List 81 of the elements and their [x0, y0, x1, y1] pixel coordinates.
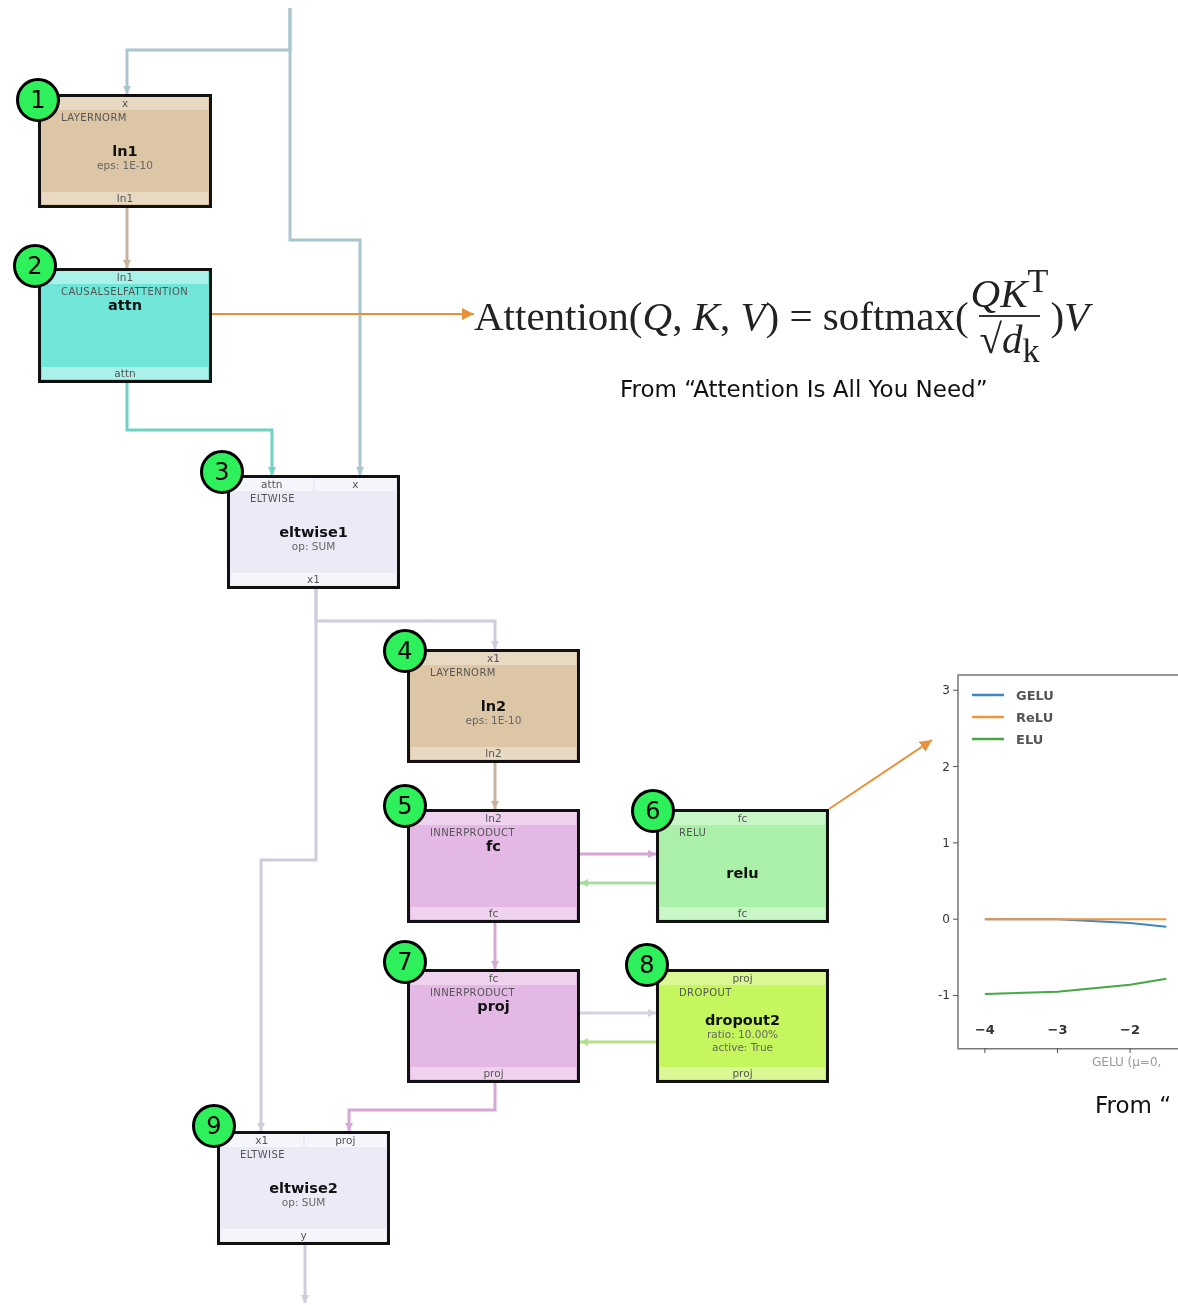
tick-label: 2: [942, 759, 950, 774]
legend-label: ELU: [1016, 732, 1044, 747]
callout-number: 9: [192, 1104, 236, 1148]
layer-param: eps: 1E-10: [97, 159, 153, 172]
callout-number: 7: [383, 940, 427, 984]
layer-type: INNERPRODUCT: [429, 987, 515, 998]
layer-name: dropout2: [704, 1011, 781, 1028]
connector: [491, 923, 499, 969]
connector: [491, 763, 499, 809]
connector: [123, 208, 131, 268]
layer-param: ratio: 10.00%: [706, 1027, 779, 1041]
port-label: fc: [660, 907, 825, 919]
layer-param: op: SUM: [291, 540, 336, 553]
callout-number: 8: [625, 943, 669, 987]
layer-type: CAUSALSELFATTENTION: [60, 286, 189, 297]
port-label: proj: [304, 1134, 386, 1147]
port-label: ln1: [42, 192, 208, 204]
tick-label: −2: [1120, 1022, 1141, 1037]
formula-denominator: √d$_{k}$: [979, 314, 1040, 373]
layer-type: INNERPRODUCT: [429, 827, 515, 838]
caption-text: From “Attention Is All You Need”: [620, 376, 988, 402]
tick-label: −3: [1047, 1022, 1068, 1037]
connector: [257, 589, 318, 1131]
layer-box: [38, 268, 212, 383]
connector: [580, 850, 656, 858]
layer-type: ELTWISE: [249, 493, 295, 504]
layer-name: relu: [726, 864, 759, 881]
tick-label: 0: [942, 912, 950, 927]
layer-name: fc: [486, 838, 501, 854]
port-label: attn: [42, 367, 208, 379]
callout-number: 4: [383, 629, 427, 673]
port-label: fc: [411, 907, 576, 919]
tick-label: 1: [942, 835, 950, 850]
callout-number: 3: [200, 450, 244, 494]
layer-name: ln2: [480, 698, 507, 714]
layer-type: DROPOUT: [678, 987, 732, 998]
port-label: proj: [660, 972, 825, 985]
callout-number: 6: [631, 789, 675, 833]
connector: [580, 1009, 656, 1017]
port-label: proj: [411, 1067, 576, 1079]
connector: [301, 1245, 309, 1303]
connector: [580, 879, 656, 887]
legend-label: GELU: [1016, 688, 1054, 703]
callout-number: 5: [383, 784, 427, 828]
port-label: fc: [411, 972, 576, 985]
layer-type: ELTWISE: [239, 1149, 285, 1160]
callout-number: 1: [16, 78, 60, 122]
layer-param: active: True: [711, 1040, 774, 1054]
layer-type: RELU: [678, 827, 707, 838]
formula-numerator: QK$^{T}$: [970, 261, 1049, 315]
tick-label: 3: [942, 683, 950, 698]
connector: [125, 383, 276, 475]
port-label: ln2: [411, 747, 576, 759]
port-label: proj: [660, 1067, 825, 1079]
layer-type: LAYERNORM: [429, 667, 496, 678]
axis-title: GELU (μ=0,: [1092, 1055, 1162, 1069]
layer-name: eltwise2: [269, 1180, 338, 1196]
port-label: x1: [231, 573, 396, 585]
layer-name: proj: [477, 998, 510, 1014]
layer-name: ln1: [112, 143, 138, 159]
layer-name: eltwise1: [279, 524, 348, 540]
connector: [345, 1083, 497, 1131]
layer-box: [407, 969, 580, 1083]
layer-box: [227, 475, 400, 589]
caption-text: From “: [1095, 1092, 1172, 1118]
arrow: [828, 739, 933, 810]
layer-box: [656, 969, 829, 1083]
formula-text: Attention(Q, K, V) = softmax(: [474, 292, 969, 340]
tick-label: −4: [974, 1022, 995, 1037]
layer-name: attn: [108, 297, 142, 313]
connector: [580, 1038, 656, 1046]
layer-param: eps: 1E-10: [465, 714, 522, 727]
layer-param: op: SUM: [281, 1196, 326, 1209]
callout-number: 2: [13, 244, 57, 288]
port-label: x: [314, 478, 396, 491]
connector: [288, 8, 364, 475]
port-label: y: [221, 1229, 386, 1241]
layer-type: LAYERNORM: [60, 112, 127, 123]
tick-label: -1: [938, 988, 950, 1003]
arrow: [211, 308, 475, 320]
legend-label: ReLU: [1016, 710, 1054, 725]
